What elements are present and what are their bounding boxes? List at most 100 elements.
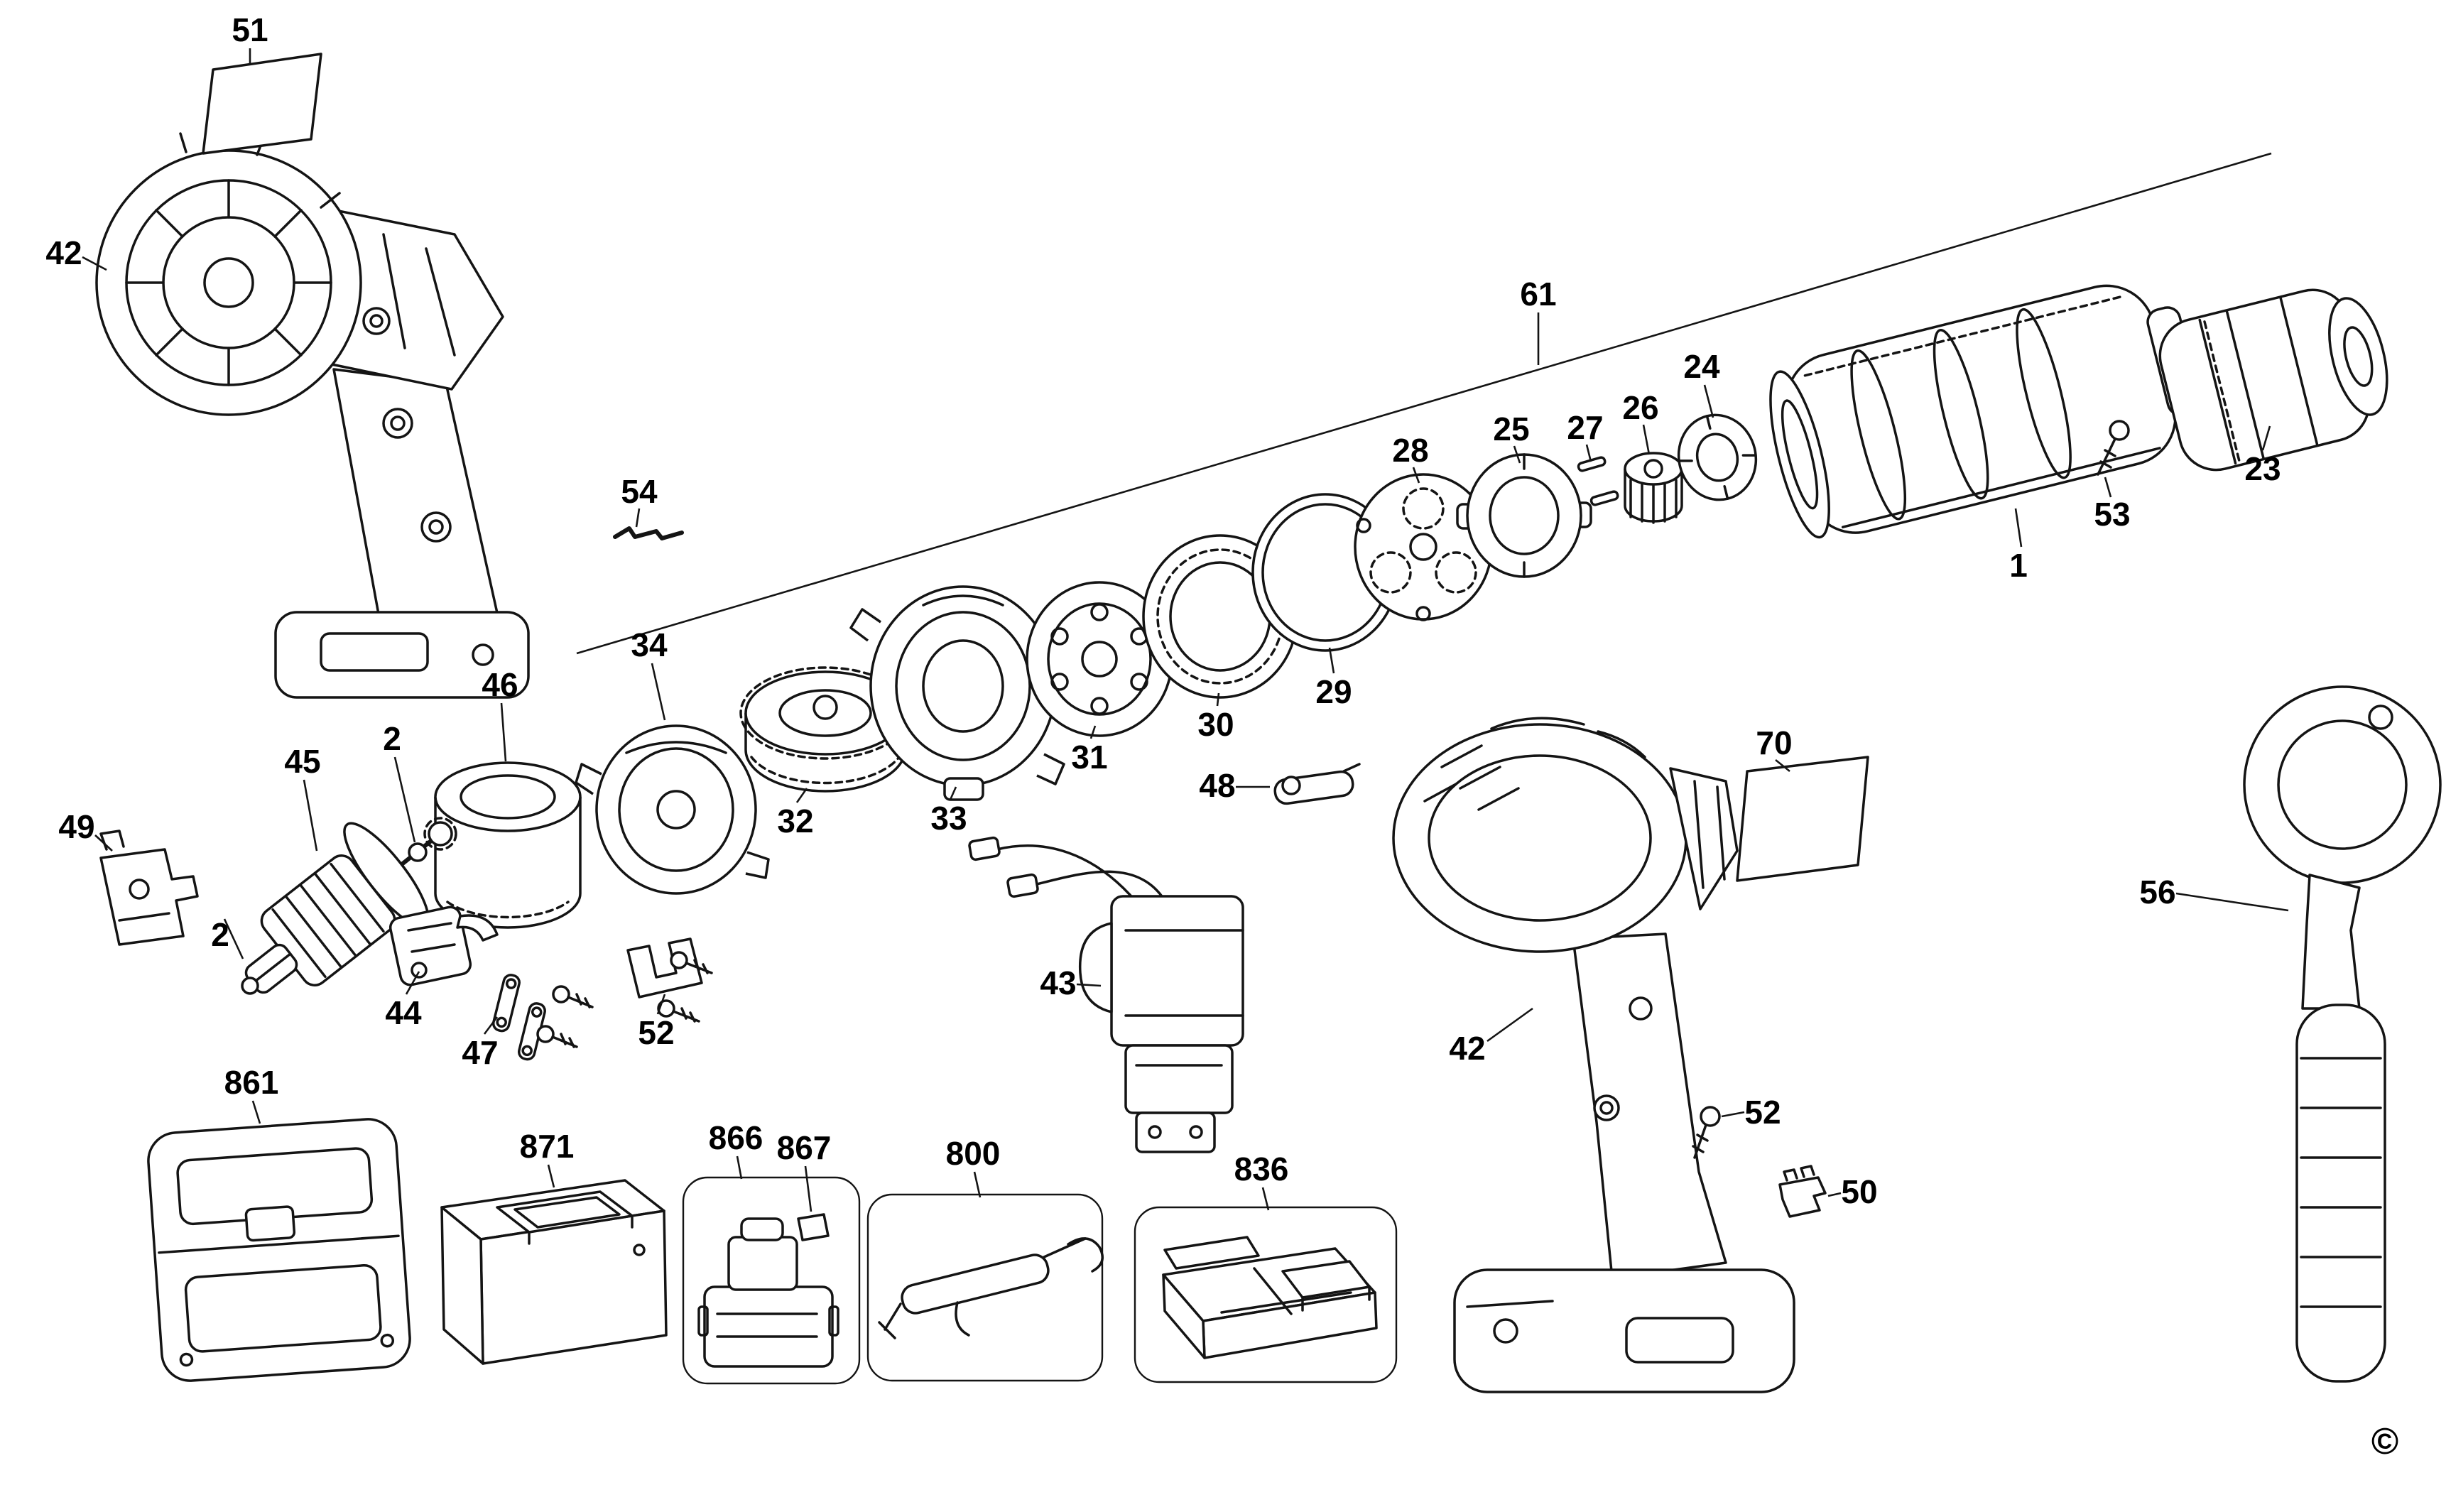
part-861-kitbox-drawing: [147, 1118, 411, 1382]
leader-line-49: [94, 834, 113, 852]
part-label-51: 51: [232, 11, 268, 48]
leader-line-44: [405, 971, 420, 995]
part-label-867: 867: [776, 1129, 832, 1166]
leader-line-861: [251, 1100, 261, 1124]
part-42-housing-right-drawing: [1392, 717, 1795, 1393]
part-27-pins-drawing: [1577, 456, 1619, 506]
part-800-grease-tool-drawing: [866, 1193, 1104, 1382]
part-label-44: 44: [385, 994, 422, 1031]
part-label-42-right: 42: [1449, 1030, 1486, 1067]
part-52a-bracket-screws-drawing: [626, 937, 713, 1023]
part-53-screw-drawing: [2097, 420, 2130, 476]
part-836-tray-drawing: [1134, 1206, 1398, 1383]
part-label-54: 54: [621, 473, 658, 510]
leader-line-800: [973, 1171, 982, 1198]
leader-line-29: [1328, 647, 1335, 674]
part-label-29: 29: [1315, 673, 1352, 710]
part-52b-screw-drawing: [1692, 1106, 1721, 1159]
part-871-charger-drawing: [440, 1179, 668, 1365]
leader-line-47: [483, 1016, 499, 1035]
part-49-brushholder-drawing: [99, 830, 199, 946]
leader-line-43: [1076, 983, 1102, 987]
part-26-pinion-drawing: [1624, 452, 1683, 524]
part-47-links-drawing: [491, 974, 594, 1061]
leader-line-2-a: [393, 756, 416, 843]
leader-line-871: [547, 1164, 555, 1188]
part-label-866: 866: [708, 1119, 763, 1156]
part-label-45: 45: [284, 743, 321, 780]
leader-line-42-left: [82, 256, 107, 271]
part-label-25: 25: [1493, 410, 1530, 447]
leader-line-25: [1513, 445, 1521, 464]
part-1-gearbox-drawing: [1769, 284, 2202, 539]
part-25-plate-drawing: [1456, 453, 1592, 578]
part-56-sidehandle-drawing: [2243, 685, 2442, 1383]
part-23-chuck-drawing: [2158, 288, 2388, 472]
part-33-clutchhousing-drawing: [849, 585, 1065, 801]
part-2-bearing-upper: [408, 842, 428, 862]
part-label-1: 1: [2009, 547, 2028, 584]
part-51-sticker-drawing: [202, 53, 322, 155]
part-46-fieldring-drawing: [434, 761, 582, 929]
part-label-52-a: 52: [638, 1014, 675, 1051]
part-label-70: 70: [1756, 724, 1793, 761]
part-label-53: 53: [2094, 496, 2131, 533]
part-label-24: 24: [1683, 348, 1720, 385]
part-label-31: 31: [1071, 739, 1108, 776]
part-32-gearset-drawing: [739, 666, 911, 793]
part-label-836: 836: [1234, 1151, 1289, 1187]
part-label-48: 48: [1199, 767, 1236, 804]
leader-line-24: [1703, 384, 1714, 418]
leader-line-27: [1585, 444, 1592, 462]
part-867-pad-drawing: [797, 1213, 830, 1241]
leader-line-31: [1089, 725, 1097, 739]
leader-line-53: [2104, 477, 2112, 498]
part-43-switch-drawing: [968, 836, 1244, 1153]
leader-line-2-b: [223, 918, 244, 959]
leader-line-46: [500, 702, 507, 762]
leader-line-42-right: [1486, 1007, 1533, 1043]
part-label-27: 27: [1567, 409, 1604, 446]
part-label-47: 47: [462, 1034, 499, 1071]
part-label-50: 50: [1841, 1173, 1878, 1210]
leader-line-26: [1642, 424, 1651, 455]
part-70-sticker-drawing: [1736, 756, 1869, 882]
part-label-28: 28: [1392, 432, 1429, 469]
part-44-brushplate-drawing: [388, 905, 499, 986]
leader-line-33: [949, 786, 957, 800]
part-866-battery-drawing: [682, 1176, 861, 1385]
leader-line-32: [795, 788, 808, 803]
copyright-mark: ©: [2371, 1421, 2399, 1462]
part-label-43: 43: [1040, 964, 1077, 1001]
part-61-assembly-line: [576, 152, 2272, 655]
part-34-endcap-drawing: [575, 724, 770, 895]
part-label-33: 33: [930, 800, 967, 837]
part-label-46: 46: [482, 666, 518, 703]
part-label-49: 49: [58, 808, 95, 845]
part-label-56: 56: [2139, 874, 2176, 910]
leader-line-70: [1775, 758, 1790, 773]
part-54-pin-drawing: [613, 526, 684, 540]
part-31-carrier-drawing: [1026, 581, 1173, 737]
part-label-61: 61: [1520, 276, 1557, 312]
leader-line-30: [1216, 692, 1220, 707]
part-label-52-b: 52: [1744, 1094, 1781, 1131]
leader-line-50: [1827, 1192, 1842, 1197]
leader-line-867: [804, 1165, 812, 1212]
leader-line-28: [1412, 467, 1420, 484]
leader-line-52-b: [1721, 1111, 1745, 1118]
part-label-871: 871: [519, 1128, 575, 1165]
part-label-23: 23: [2244, 450, 2281, 487]
part-45-armature-drawing: [241, 817, 457, 995]
part-24-washer-drawing: [1677, 413, 1758, 501]
leader-line-54: [635, 508, 641, 528]
part-label-26: 26: [1622, 389, 1659, 426]
part-label-34: 34: [631, 626, 668, 663]
leader-line-56: [2175, 892, 2289, 912]
part-48-lever-drawing: [1273, 763, 1361, 805]
leader-line-1: [2014, 508, 2023, 548]
part-label-2-b: 2: [211, 916, 229, 953]
leader-line-866: [736, 1155, 743, 1180]
